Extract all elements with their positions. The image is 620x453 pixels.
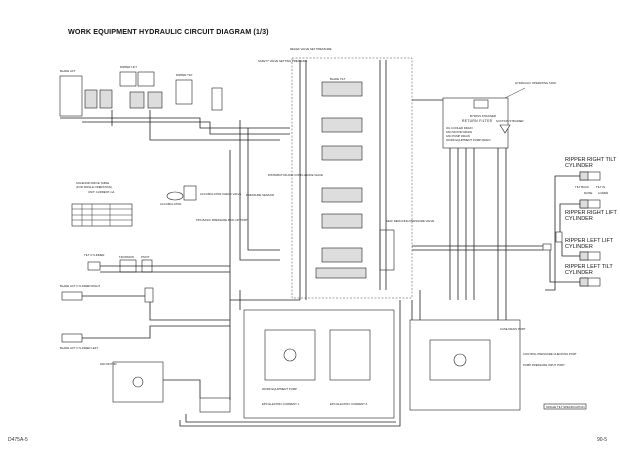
- label-ripper-lift-right: RIPPER RIGHT LIFT CYLINDER: [565, 210, 619, 222]
- label-fan-motor-drain: FAN MOTOR DRAIN: [446, 130, 472, 134]
- label-return-filter: RETURN FILTER: [462, 119, 493, 123]
- accumulator-icon: [166, 191, 184, 201]
- label-bypass-strainer: BYPASS STRAINER: [470, 114, 496, 118]
- label-blade-lift-right: BLADE LIFT CYLINDER RIGHT: [60, 284, 100, 288]
- label-unit: UNIT: CURRENT mA: [88, 190, 114, 194]
- label-ripper-lift: RIPPER LIFT: [120, 65, 137, 69]
- work-equipment-pump-icon: [283, 348, 297, 362]
- ripper-cylinders: TILT BACK TILT IN RAISE LOWER: [412, 171, 608, 291]
- label-tilt-cylinder: TILT CYLINDER: [84, 253, 104, 257]
- bottom-components: FAN MOTOR WORK EQUIPMENT PUMP EPC ELECTR…: [100, 290, 587, 427]
- label-raise: RAISE: [584, 191, 593, 195]
- label-trunnion: TRUNNION: [119, 255, 134, 259]
- label-fan-motor: FAN MOTOR: [100, 362, 117, 366]
- model-code: D475A-5: [8, 437, 28, 443]
- label-pump-port: PUMP PRESSURE INPUT PORT: [523, 363, 565, 367]
- label-accumulator: ACCUMULATOR: [160, 202, 181, 206]
- control-valve-stack: DISTRIBUTOR AND CONFLUENCE VALVE SAFETY …: [229, 47, 434, 301]
- label-we-pump-drain: WORK EQUIPMENT PUMP DRAIN: [446, 138, 490, 142]
- label-suction-strainer: SUCTION STRAINER: [496, 119, 524, 123]
- label-pivot: PIVOT: [141, 255, 150, 259]
- label-safety-valve: SAFETY VALVE SETTING PRESSURE: [258, 59, 307, 63]
- label-pilot-port: PPC BASIC PRESSURE PICK-UP PORT: [196, 218, 248, 222]
- label-case-drain: CASE DRAIN PORT: [500, 327, 526, 331]
- label-blade-lift: BLADE LIFT: [60, 69, 76, 73]
- label-ripper-tilt: RIPPER TILT: [176, 73, 193, 77]
- label-epc-2: EPC ELECTRIC CURRENT 2: [330, 402, 368, 406]
- label-blade-tilt: BLADE TILT: [330, 77, 346, 81]
- label-solenoid-table: SOLENOID DRIVE TABLE: [76, 181, 109, 185]
- label-single-tilt: SINGLE TILT SPECIFICATION: [546, 405, 585, 409]
- label-epc-1: EPC ELECTRIC CURRENT 1: [262, 402, 300, 406]
- top-left-cylinder-valves: BLADE LIFT RIPPER LIFT RIPPER TILT: [59, 65, 290, 141]
- label-ripper-tilt-left: RIPPER LEFT TILT CYLINDER: [565, 264, 619, 276]
- label-pump: WORK EQUIPMENT PUMP: [262, 387, 297, 391]
- single-tilt-box: [543, 403, 587, 410]
- hydraulic-tank: BYPASS STRAINER RETURN FILTER OIL COOLER…: [412, 81, 556, 410]
- left-components: SOLENOID DRIVE TABLE (FOR SINGLE OPERATI…: [60, 181, 248, 350]
- label-solenoid-table-sub: (FOR SINGLE OPERATION): [76, 185, 112, 189]
- label-ripper-lift-left: RIPPER LEFT LIFT CYLINDER: [565, 238, 619, 250]
- label-pressure-sensor: PRESSURE SENSOR: [246, 193, 274, 197]
- label-tilt-in: TILT IN: [596, 185, 605, 189]
- label-self-reducing: SELF REDUCING PRESSURE VALVE: [386, 219, 434, 223]
- fan-motor-icon: [132, 376, 144, 388]
- label-tank: HYDRAULIC OPERATING TANK: [515, 81, 556, 85]
- diagram-title: WORK EQUIPMENT HYDRAULIC CIRCUIT DIAGRAM…: [68, 27, 269, 36]
- page-number: 90-5: [597, 437, 608, 443]
- label-tilt-back: TILT BACK: [575, 185, 589, 189]
- label-ripper-tilt-right: RIPPER RIGHT TILT CYLINDER: [565, 157, 619, 169]
- label-distributor: DISTRIBUTOR AND CONFLUENCE VALVE: [268, 173, 323, 177]
- label-fan-pump-drain: FAN PUMP DRAIN: [446, 134, 470, 138]
- label-accumulator-valve: ACCUMULATOR CHECK VALVE: [200, 192, 241, 196]
- label-relief-valve: RELIEF VALVE SET PRESSURE: [290, 47, 332, 51]
- label-control-port: CONTROL PRESSURE CHECKING PORT: [523, 352, 577, 356]
- label-blade-lift-left: BLADE LIFT CYLINDER LEFT: [60, 346, 98, 350]
- label-oil-cooler-drain: OIL COOLER DRAIN: [446, 126, 472, 130]
- label-lower: LOWER: [598, 191, 608, 195]
